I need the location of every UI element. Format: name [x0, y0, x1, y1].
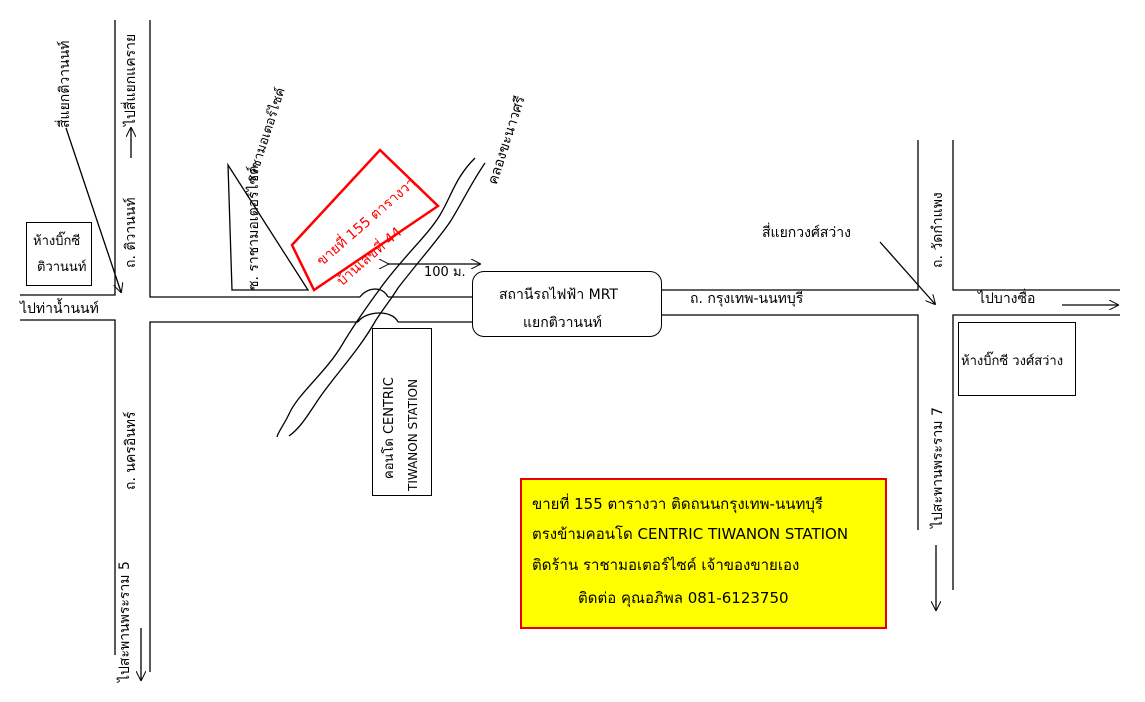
krungthep-road-south-edge-east [662, 314, 919, 530]
label-pai-saphan-rama7: ไปสะพานพระราม 7 [930, 407, 946, 528]
sale-info-line1: ขายที่ 155 ตารางวา ติดถนนกรุงเทพ-นนทบุรี [532, 495, 823, 513]
mrt-station-box: สถานีรถไฟฟ้า MRT แยกติวานนท์ [472, 271, 662, 337]
label-si-yaek-wong-sawang: สี่แยกวงศ์สว่าง [762, 225, 851, 241]
east-road-south-edge [952, 314, 1120, 590]
canal-bank-left [276, 157, 476, 438]
condo-line1: คอนโด CENTRIC [382, 377, 397, 479]
plot-outline [290, 148, 440, 292]
big-c-wong-sawang-box: ห้างบิ๊กซี วงศ์สว่าง [958, 322, 1076, 396]
label-krungthep-nonthaburi-road: ถ. กรุงเทพ-นนทบุรี [690, 291, 804, 307]
sale-info-box: ขายที่ 155 ตารางวา ติดถนนกรุงเทพ-นนทบุรี… [520, 478, 887, 629]
label-racha-soi: ซ. ราชามอเตอร์ไซค์ [246, 165, 262, 291]
label-pai-si-yaek-khae-rai: ไปสี่แยกแคราย [123, 33, 139, 126]
label-pai-tha-nam-non: ไปท่าน้ำนนท์ [20, 301, 99, 317]
condo-line2: TIWANON STATION [406, 378, 420, 491]
nakhon-in-road-west-edge [20, 319, 116, 655]
big-c-tiwanon-box: ห้างบิ๊กซี ติวานนท์ [26, 222, 92, 286]
nakhon-in-road-east-edge [149, 321, 358, 672]
tiwanon-road-east-edge [149, 20, 360, 298]
label-nakhon-in-road: ถ. นครอินทร์ [123, 411, 139, 490]
big-c-tiwanon-line2: ติวานนท์ [37, 260, 87, 275]
wat-kamphaeng-road-east-edge [952, 140, 1120, 291]
canal-bridge-bottom [357, 312, 399, 323]
mrt-station-line2: แยกติวานนท์ [523, 315, 602, 331]
label-si-yaek-tiwanon: สี่แยกติวานนท์ [57, 40, 73, 128]
tiwanon-road-west-edge [20, 20, 116, 296]
sale-info-line4: ติดต่อ คุณอภิพล 081-6123750 [578, 589, 789, 607]
pointer-tiwanon-junction [65, 127, 121, 292]
label-distance: 100 ม. [424, 265, 466, 280]
racha-shop-outline [227, 162, 310, 291]
canal-bridge-top [359, 288, 389, 298]
big-c-tiwanon-line1: ห้างบิ๊กซี [33, 234, 81, 249]
canal-bank-right [288, 162, 486, 437]
label-wat-kamphaeng-road: ถ. วัดกำแพง [930, 192, 946, 268]
label-pai-saphan-rama5: ไปสะพานพระราม 5 [117, 561, 133, 682]
krungthep-road-north-edge-east [662, 140, 919, 291]
mrt-station-line1: สถานีรถไฟฟ้า MRT [499, 287, 618, 303]
sale-info-line2: ตรงข้ามคอนโด CENTRIC TIWANON STATION [532, 525, 849, 543]
big-c-wong-sawang-text: ห้างบิ๊กซี วงศ์สว่าง [961, 354, 1064, 369]
condo-box: คอนโด CENTRIC TIWANON STATION [372, 328, 432, 496]
pointer-wong-sawang-junction [879, 241, 935, 304]
label-tiwanon-road: ถ. ติวานนท์ [123, 197, 139, 268]
label-pai-bang-sue: ไปบางซื่อ [978, 291, 1036, 307]
sale-info-line3: ติดร้าน ราชามอเตอร์ไซค์ เจ้าของขายเอง [532, 556, 800, 574]
